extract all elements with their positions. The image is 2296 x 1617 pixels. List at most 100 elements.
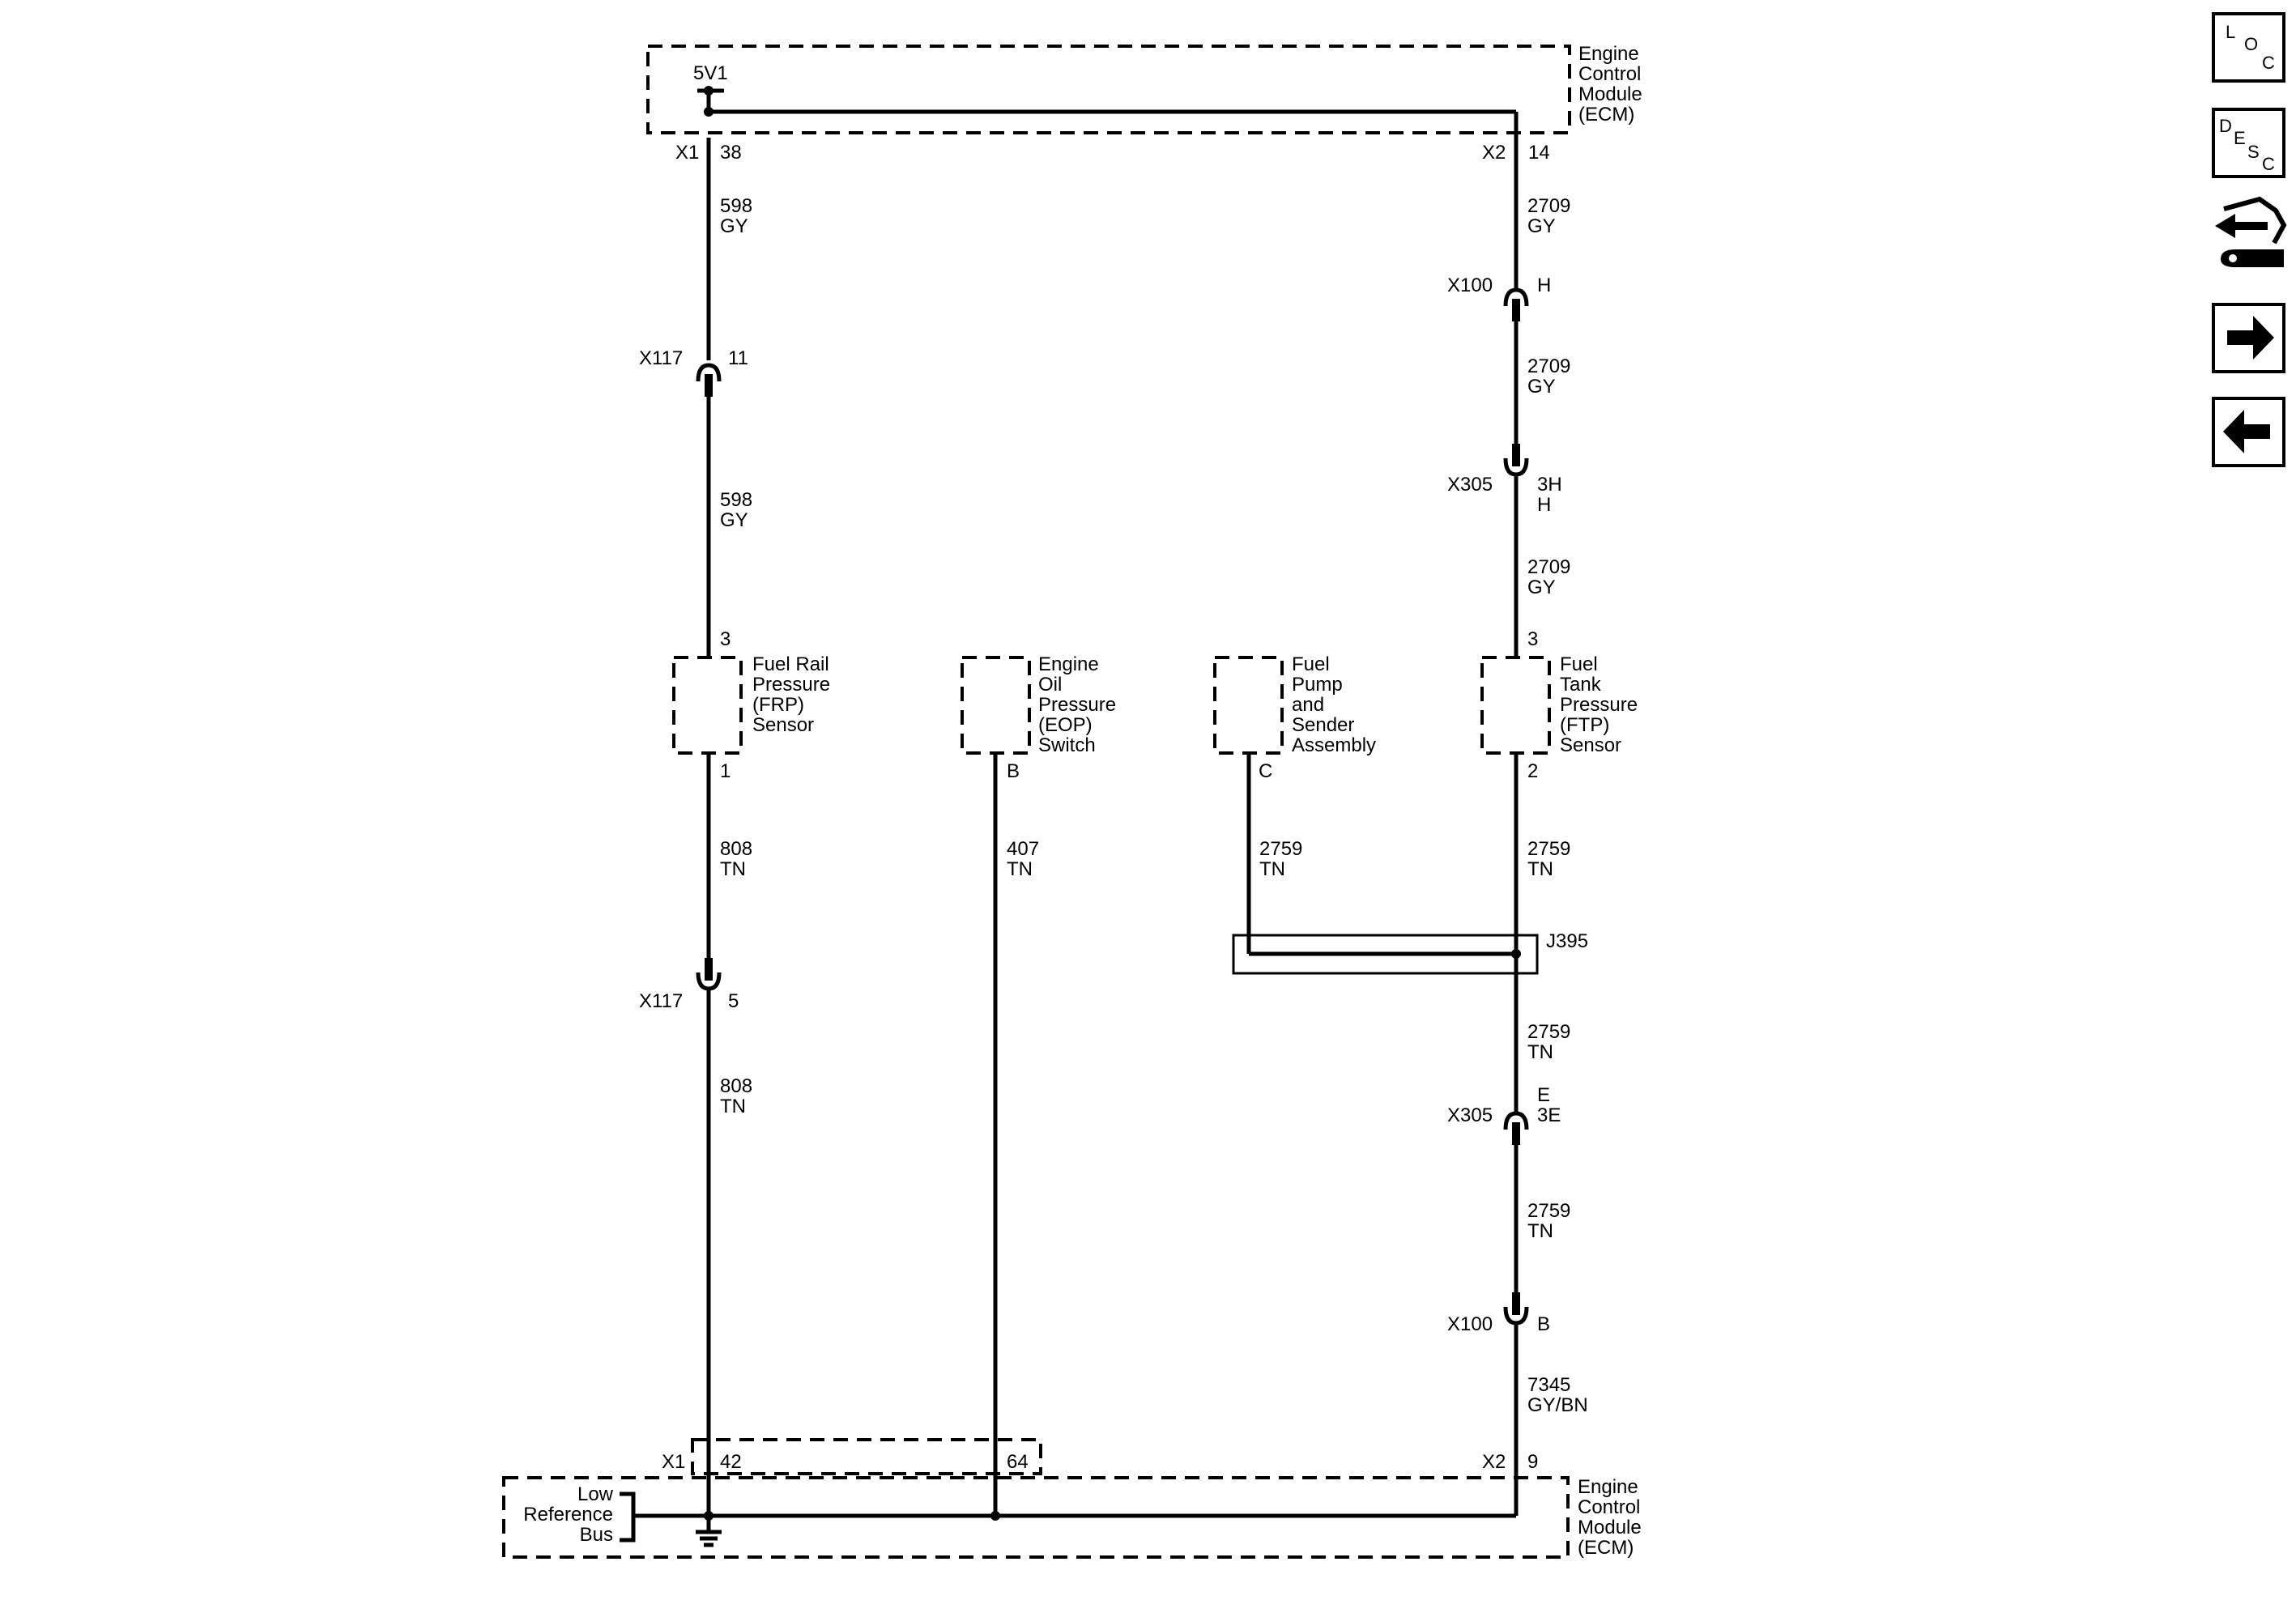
connector-wrench-icon[interactable] bbox=[2215, 196, 2287, 267]
eop-switch-label: Engine Oil Pressure (EOP) Switch bbox=[1038, 653, 1116, 756]
svg-text:Module: Module bbox=[1578, 83, 1642, 105]
svg-text:S: S bbox=[2247, 142, 2260, 162]
svg-text:(FTP): (FTP) bbox=[1560, 714, 1609, 736]
frp-sensor-label: Fuel Rail Pressure (FRP) Sensor bbox=[752, 653, 830, 736]
svg-text:2759: 2759 bbox=[1259, 838, 1302, 860]
svg-text:Reference: Reference bbox=[523, 1504, 613, 1526]
svg-text:11: 11 bbox=[728, 347, 748, 369]
svg-text:GY/BN: GY/BN bbox=[1527, 1394, 1588, 1416]
svg-text:Fuel Rail: Fuel Rail bbox=[752, 653, 829, 675]
svg-text:J395: J395 bbox=[1546, 930, 1588, 952]
svg-text:X305: X305 bbox=[1447, 1104, 1493, 1126]
svg-text:GY: GY bbox=[1527, 215, 1556, 237]
frp-circuit: 598 GY X117 11 598 GY 3 Fuel Rail Pressu… bbox=[639, 138, 830, 1516]
ecm-bottom-module: X1 42 64 X2 9 Engine Control Module (ECM… bbox=[502, 1438, 1642, 1559]
ftp-sensor-box bbox=[1480, 656, 1551, 755]
fuel-pump-circuit: Fuel Pump and Sender Assembly C 2759 TN bbox=[1213, 653, 1516, 956]
svg-text:5: 5 bbox=[728, 990, 739, 1012]
svg-text:X100: X100 bbox=[1447, 274, 1493, 296]
svg-text:B: B bbox=[1007, 760, 1020, 782]
svg-text:X2: X2 bbox=[1482, 1451, 1506, 1473]
svg-text:Sensor: Sensor bbox=[1560, 734, 1621, 756]
svg-text:E: E bbox=[1537, 1084, 1550, 1106]
desc-button[interactable]: D E S C bbox=[2212, 108, 2285, 178]
svg-text:Control: Control bbox=[1578, 63, 1641, 85]
svg-text:Tank: Tank bbox=[1560, 674, 1602, 696]
svg-text:Switch: Switch bbox=[1038, 734, 1096, 756]
svg-text:Bus: Bus bbox=[580, 1524, 613, 1546]
loc-button[interactable]: L O C bbox=[2212, 12, 2285, 83]
svg-text:(EOP): (EOP) bbox=[1038, 714, 1093, 736]
arrow-right-icon[interactable] bbox=[2212, 303, 2285, 373]
ref-5v-rail: 5V1 bbox=[693, 62, 1519, 138]
svg-text:2709: 2709 bbox=[1527, 355, 1570, 377]
arrow-left-icon[interactable] bbox=[2212, 397, 2285, 467]
connector-x117-b: X117 5 bbox=[639, 958, 739, 1012]
svg-text:(ECM): (ECM) bbox=[1578, 104, 1634, 126]
svg-text:Pressure: Pressure bbox=[1560, 694, 1638, 716]
svg-text:C: C bbox=[2262, 154, 2275, 174]
svg-text:5V1: 5V1 bbox=[693, 62, 728, 84]
svg-text:2: 2 bbox=[1527, 760, 1538, 782]
svg-text:GY: GY bbox=[720, 215, 748, 237]
svg-text:42: 42 bbox=[720, 1451, 742, 1473]
connector-x1-top: X1 bbox=[675, 142, 699, 164]
svg-text:2759: 2759 bbox=[1527, 838, 1570, 860]
svg-text:B: B bbox=[1537, 1313, 1550, 1335]
svg-text:TN: TN bbox=[1527, 1041, 1553, 1063]
svg-text:Oil: Oil bbox=[1038, 674, 1062, 696]
svg-text:GY: GY bbox=[1527, 577, 1556, 598]
svg-text:TN: TN bbox=[720, 1096, 746, 1117]
svg-text:(FRP): (FRP) bbox=[752, 694, 804, 716]
ftp-sensor-label: Fuel Tank Pressure (FTP) Sensor bbox=[1560, 653, 1638, 756]
svg-text:GY: GY bbox=[1527, 376, 1556, 398]
svg-text:Sensor: Sensor bbox=[752, 714, 814, 736]
svg-text:Module: Module bbox=[1578, 1517, 1642, 1538]
svg-text:TN: TN bbox=[1259, 858, 1285, 880]
connector-x1-top-pin: 38 bbox=[720, 142, 742, 164]
svg-text:H: H bbox=[1537, 274, 1551, 296]
svg-text:Engine: Engine bbox=[1578, 43, 1639, 65]
connector-x100-b: X100 B bbox=[1447, 1292, 1550, 1335]
svg-text:TN: TN bbox=[1007, 858, 1033, 880]
svg-text:Fuel: Fuel bbox=[1292, 653, 1330, 675]
svg-text:O: O bbox=[2244, 34, 2258, 54]
svg-text:Control: Control bbox=[1578, 1496, 1640, 1518]
svg-text:Assembly: Assembly bbox=[1292, 734, 1376, 756]
svg-text:598: 598 bbox=[720, 489, 752, 511]
svg-text:598: 598 bbox=[720, 195, 752, 217]
connector-x305-a: X305 3H H bbox=[1447, 444, 1562, 516]
svg-text:Engine: Engine bbox=[1038, 653, 1099, 675]
svg-text:Engine: Engine bbox=[1578, 1476, 1638, 1498]
svg-text:X1: X1 bbox=[662, 1451, 685, 1473]
connector-x2-top-pin: 14 bbox=[1528, 142, 1550, 164]
svg-text:808: 808 bbox=[720, 1075, 752, 1097]
svg-text:1: 1 bbox=[720, 760, 731, 782]
svg-text:2709: 2709 bbox=[1527, 556, 1570, 578]
svg-text:2759: 2759 bbox=[1527, 1200, 1570, 1222]
svg-text:C: C bbox=[2262, 53, 2275, 73]
connector-x117-a: X117 11 bbox=[639, 347, 748, 397]
splice-j395: J395 bbox=[1232, 930, 1588, 975]
connector-x2-top: X2 bbox=[1482, 142, 1506, 164]
svg-text:2759: 2759 bbox=[1527, 1021, 1570, 1043]
svg-text:2709: 2709 bbox=[1527, 195, 1570, 217]
svg-text:3: 3 bbox=[1527, 628, 1538, 650]
svg-text:9: 9 bbox=[1527, 1451, 1538, 1473]
svg-text:E: E bbox=[2234, 128, 2246, 148]
svg-text:L: L bbox=[2226, 22, 2235, 42]
svg-text:X100: X100 bbox=[1447, 1313, 1493, 1335]
svg-text:64: 64 bbox=[1007, 1451, 1029, 1473]
fuel-pump-sender-box bbox=[1213, 656, 1284, 755]
svg-text:X117: X117 bbox=[639, 990, 683, 1012]
svg-text:TN: TN bbox=[1527, 1220, 1553, 1242]
svg-text:Sender: Sender bbox=[1292, 714, 1354, 736]
svg-text:Pressure: Pressure bbox=[1038, 694, 1116, 716]
connector-x305-b: X305 E 3E bbox=[1447, 1084, 1561, 1145]
svg-text:D: D bbox=[2219, 116, 2232, 136]
svg-text:Fuel: Fuel bbox=[1560, 653, 1598, 675]
eop-circuit: Engine Oil Pressure (EOP) Switch B 407 T… bbox=[961, 653, 1116, 1516]
svg-text:GY: GY bbox=[720, 509, 748, 531]
svg-text:Pressure: Pressure bbox=[752, 674, 830, 696]
